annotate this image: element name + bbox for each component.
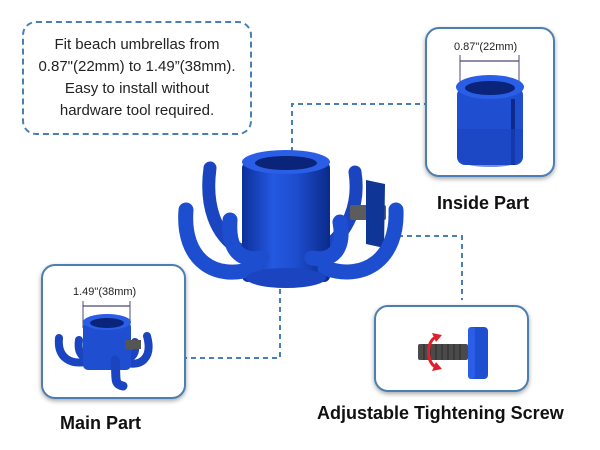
- feature-callout: Fit beach umbrellas from 0.87"(22mm) to …: [22, 21, 252, 135]
- callout-line: 0.87"(22mm) to 1.49”(38mm).: [38, 58, 236, 75]
- connector-inside-part: [291, 103, 425, 170]
- main-part-card: 1.49"(38mm): [41, 264, 186, 399]
- inside-part-dimension: 0.87"(22mm): [454, 41, 518, 53]
- rotation-arrow-icon: [427, 333, 442, 371]
- callout-line: Easy to install without: [64, 80, 210, 97]
- main-part-dimension: 1.49"(38mm): [73, 286, 137, 298]
- feature-callout-text: Fit beach umbrellas from 0.87"(22mm) to …: [38, 34, 235, 122]
- screw-label: Adjustable Tightening Screw: [317, 403, 564, 423]
- callout-line: hardware tool required.: [59, 102, 215, 119]
- tightening-screw-card: [374, 305, 529, 392]
- connector-screw: [398, 235, 463, 300]
- tightening-screw-image: [418, 327, 488, 379]
- main-part-image: [54, 301, 153, 391]
- callout-line: Fit beach umbrellas from: [54, 36, 220, 53]
- inside-part-label: Inside Part: [437, 193, 530, 213]
- inside-sleeve-image: [456, 55, 524, 167]
- main-part-label: Main Part: [60, 413, 142, 433]
- inside-part-card: 0.87"(22mm): [425, 27, 555, 177]
- connector-main-part: [185, 262, 281, 359]
